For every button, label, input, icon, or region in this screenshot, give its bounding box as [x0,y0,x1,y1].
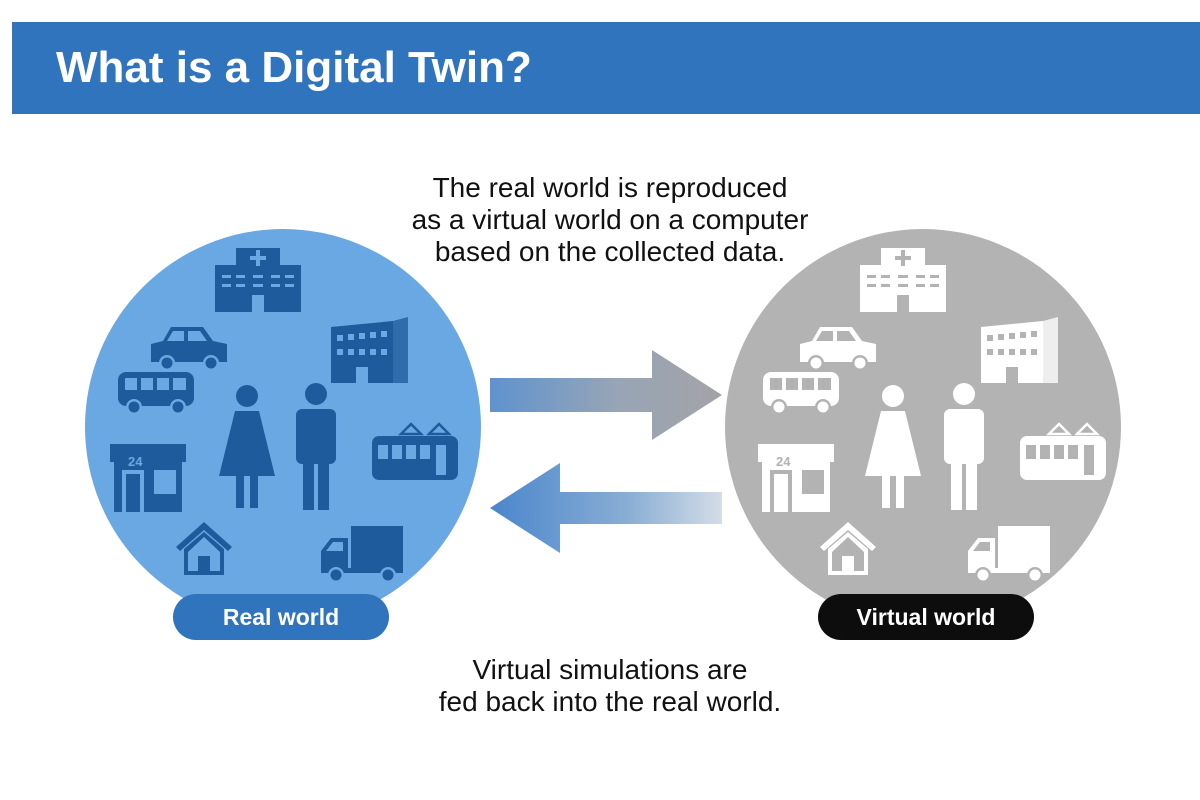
convenience-store-icon [110,444,186,512]
caption-line: as a virtual world on a computer [411,204,809,235]
virtual-world-icons: 24 [758,248,1106,583]
arrow-virtual-to-real [490,463,722,553]
convenience-store-icon [758,444,834,512]
store-sign-text: 24 [776,454,791,469]
page-title: What is a Digital Twin? [56,43,532,92]
caption-virtual-to-real: Virtual simulations are fed back into th… [330,654,890,718]
real-world-label: Real world [173,594,389,640]
title-banner: What is a Digital Twin? [12,22,1200,114]
caption-line: Virtual simulations are [472,654,748,685]
store-sign-text: 24 [128,454,143,469]
office-building-icon [981,317,1058,383]
caption-line: based on the collected data. [434,236,786,267]
caption-line: The real world is reproduced [432,172,788,203]
virtual-world-label: Virtual world [818,594,1034,640]
arrow-real-to-virtual [490,350,722,440]
office-building-icon [331,317,408,383]
caption-real-to-virtual: The real world is reproduced as a virtua… [330,172,890,268]
caption-line: fed back into the real world. [438,686,782,717]
real-world-icons: 24 [110,248,458,583]
